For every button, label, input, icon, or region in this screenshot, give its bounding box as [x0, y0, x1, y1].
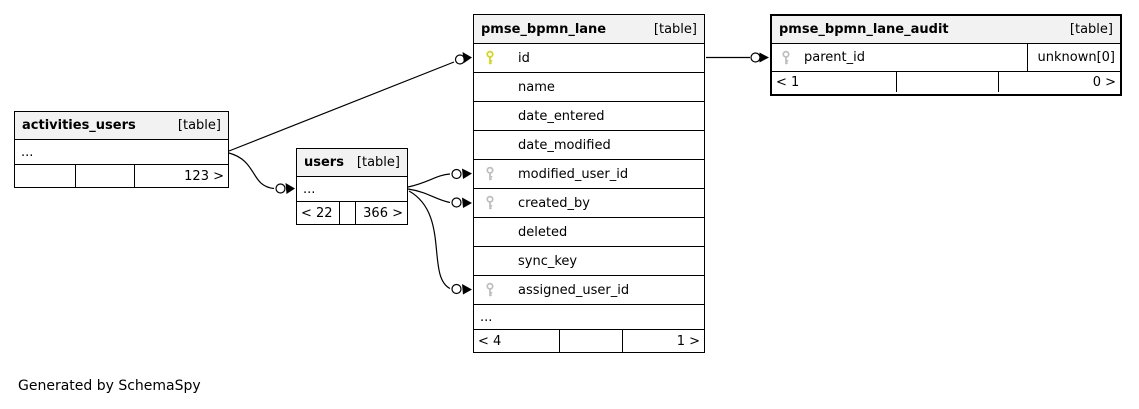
table-pmse_bpmn_lane_audit[interactable]: pmse_bpmn_lane_audit [table] parent_id u… [770, 14, 1122, 96]
relation-activities_users-to-users [228, 152, 295, 194]
footer-parents-cell: < 1 [776, 74, 800, 90]
no-key-spacer [484, 79, 500, 95]
footer-mid-cell [75, 165, 135, 187]
no-key-spacer [484, 108, 500, 124]
table-name[interactable]: pmse_bpmn_lane_audit [779, 22, 949, 37]
column-name: name [518, 79, 555, 95]
table-users[interactable]: users [table] ... < 22 366 > [296, 148, 408, 225]
foreign-key-icon [484, 195, 500, 211]
table-header: pmse_bpmn_lane_audit [table] [772, 16, 1120, 44]
hidden-columns-row: ... [297, 177, 407, 202]
column-type-note: unknown[0] [1037, 50, 1116, 65]
table-header: activities_users [table] [15, 112, 228, 140]
column-name: date_entered [518, 108, 605, 124]
table-type-label: [table] [356, 155, 400, 170]
footer-children-cell: 366 > [363, 205, 403, 221]
footer-mid-cell [896, 72, 999, 92]
footer-parents-cell [15, 165, 75, 187]
column-row-id: id [474, 44, 704, 73]
table-name[interactable]: activities_users [22, 118, 136, 133]
table-pmse_bpmn_lane[interactable]: pmse_bpmn_lane [table] id name date_ente… [473, 14, 705, 353]
generated-by-label: Generated by SchemaSpy [18, 378, 201, 394]
footer-parents-cell: < 22 [301, 205, 333, 221]
column-row-sync_key: sync_key [474, 247, 704, 276]
column-name: created_by [518, 195, 590, 211]
table-header: users [table] [297, 149, 407, 177]
footer-children-cell: 1 > [676, 333, 700, 349]
no-key-spacer [484, 224, 500, 240]
relation-pmse_bpmn_lane-id-to-audit-parent_id [706, 52, 769, 63]
footer-children-cell: 0 > [1092, 74, 1116, 90]
foreign-key-icon [780, 50, 796, 66]
column-name: parent_id [804, 50, 865, 65]
column-row-deleted: deleted [474, 218, 704, 247]
column-row-parent_id: parent_id unknown[0] [772, 44, 1120, 72]
footer-children-cell: 123 > [184, 168, 224, 184]
hidden-columns-row: ... [15, 140, 228, 165]
table-footer: < 4 1 > [474, 330, 704, 352]
column-name: assigned_user_id [518, 282, 630, 298]
relation-users-to-pmse_bpmn_lane-created_by [407, 188, 472, 208]
table-name[interactable]: users [304, 155, 344, 170]
table-type-label: [table] [177, 118, 221, 133]
no-key-spacer [484, 137, 500, 153]
table-type-label: [table] [653, 21, 697, 37]
column-name: id [518, 50, 530, 66]
relation-users-to-pmse_bpmn_lane-modified_user_id [407, 168, 472, 188]
ellipsis-label: ... [21, 144, 34, 160]
column-name: date_modified [518, 137, 611, 153]
column-row-name: name [474, 73, 704, 102]
column-row-created_by: created_by [474, 189, 704, 218]
column-name: sync_key [518, 253, 578, 269]
ellipsis-label: ... [480, 309, 493, 325]
table-footer: < 1 0 > [772, 72, 1120, 92]
column-row-assigned_user_id: assigned_user_id [474, 276, 704, 305]
column-row-modified_user_id: modified_user_id [474, 160, 704, 189]
footer-mid-cell [339, 202, 356, 224]
table-name[interactable]: pmse_bpmn_lane [481, 21, 607, 37]
primary-key-icon [484, 50, 500, 66]
column-cell: parent_id [772, 44, 1028, 71]
column-row-date_entered: date_entered [474, 102, 704, 131]
foreign-key-icon [484, 282, 500, 298]
table-activities_users[interactable]: activities_users [table] ... 123 > [14, 111, 229, 188]
hidden-columns-row: ... [474, 305, 704, 330]
foreign-key-icon [484, 166, 500, 182]
no-key-spacer [484, 253, 500, 269]
table-footer: < 22 366 > [297, 202, 407, 224]
relation-activities_users-to-pmse_bpmn_lane-id [228, 52, 472, 152]
footer-mid-cell [559, 330, 623, 352]
column-name: deleted [518, 224, 568, 240]
table-header: pmse_bpmn_lane [table] [474, 15, 704, 44]
column-name: modified_user_id [518, 166, 629, 182]
column-row-date_modified: date_modified [474, 131, 704, 160]
table-footer: 123 > [15, 165, 228, 187]
relation-users-to-pmse_bpmn_lane-assigned_user_id [408, 190, 472, 295]
ellipsis-label: ... [303, 181, 316, 197]
footer-parents-cell: < 4 [478, 333, 502, 349]
table-type-label: [table] [1069, 22, 1113, 37]
